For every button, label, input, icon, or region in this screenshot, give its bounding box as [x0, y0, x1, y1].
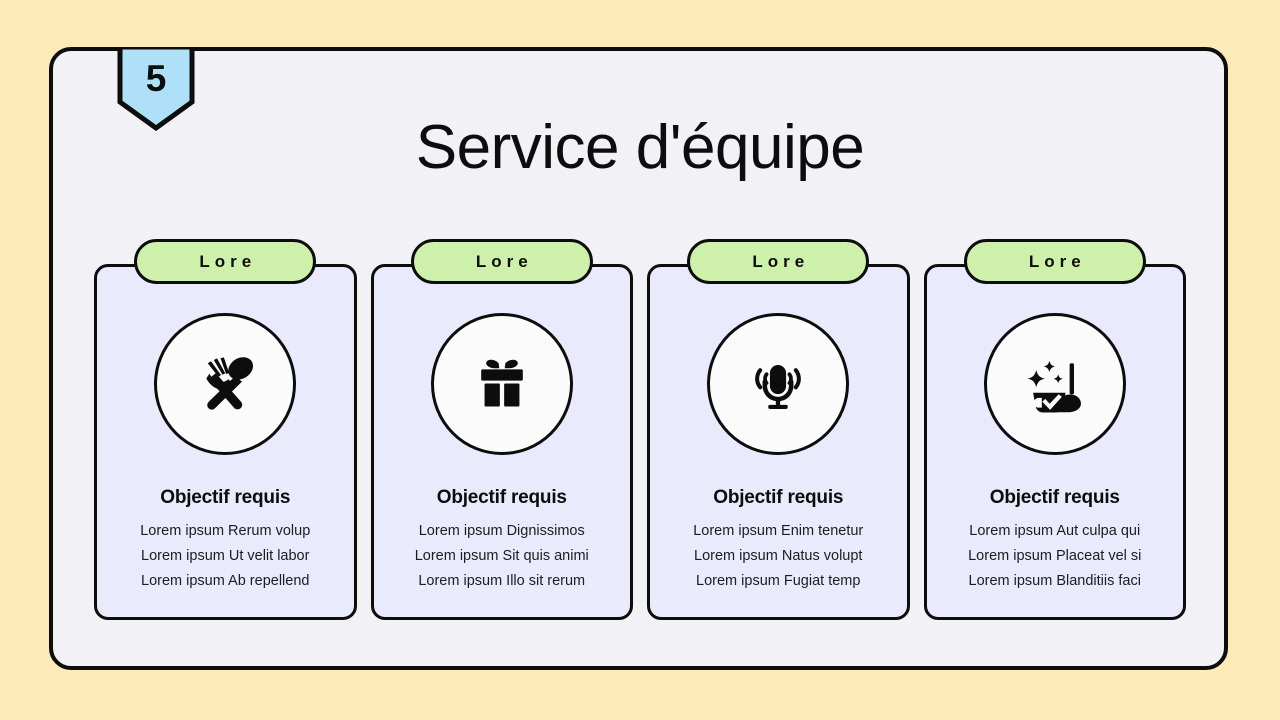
card-icon-circle: [430, 313, 573, 455]
card-line: Lorem ipsum Aut culpa qui: [969, 523, 1141, 539]
card-line: Lorem ipsum Enim tenetur: [693, 523, 864, 539]
fork-and-spoon-icon: [206, 357, 254, 410]
cleaning-broom-icon: [1027, 360, 1081, 413]
badge-shield-shape: [117, 47, 195, 131]
feature-card[interactable]: Lore Objectif requis: [94, 239, 357, 620]
card-heading: Objectif requis: [713, 487, 844, 508]
card-line: Lorem ipsum Sit quis animi: [414, 547, 589, 564]
card-line: Lorem ipsum Rerum volup: [140, 523, 311, 539]
card-description: Lorem ipsum Aut culpa qui Lorem ipsum Pl…: [968, 519, 1141, 594]
card-line: Lorem ipsum Placeat vel si: [968, 547, 1142, 564]
card-description: Lorem ipsum Rerum volup Lorem ipsum Ut v…: [140, 519, 310, 594]
feature-card[interactable]: Lore: [923, 239, 1186, 620]
card-icon-circle: [983, 313, 1126, 455]
slide-number-badge: 5: [117, 47, 195, 131]
card-description: Lorem ipsum Enim tenetur Lorem ipsum Nat…: [693, 519, 863, 594]
page-title: Service d'équipe: [415, 113, 865, 182]
card-heading: Objectif requis: [436, 487, 567, 508]
card-line: Lorem ipsum Natus volupt: [694, 547, 863, 564]
feature-card[interactable]: Lore Objectif requis Lorem ipsum Digniss…: [370, 239, 633, 620]
card-line: Lorem ipsum Ut velit labor: [141, 547, 310, 564]
card-pill-label: Lore: [134, 239, 317, 284]
feature-card-list: Lore Objectif requis: [94, 239, 1186, 620]
card-line: Lorem ipsum Dignissimos: [418, 523, 585, 539]
card-line: Lorem ipsum Ab repellend: [141, 572, 310, 589]
card-line: Lorem ipsum Fugiat temp: [696, 572, 861, 589]
card-heading: Objectif requis: [160, 487, 291, 508]
feature-card[interactable]: Lore Object: [647, 239, 910, 620]
gift-box-icon: [480, 359, 523, 407]
card-description: Lorem ipsum Dignissimos Lorem ipsum Sit …: [415, 519, 589, 594]
card-icon-circle: [707, 313, 850, 455]
card-icon-circle: [154, 313, 297, 455]
card-heading: Objectif requis: [989, 487, 1120, 508]
card-pill-label: Lore: [963, 239, 1146, 284]
card-pill-label: Lore: [410, 239, 593, 284]
card-line: Lorem ipsum Illo sit rerum: [418, 572, 586, 589]
slide-number-text: 5: [145, 58, 167, 99]
card-pill-label: Lore: [687, 239, 870, 284]
card-line: Lorem ipsum Blanditiis faci: [968, 572, 1141, 589]
microphone-icon: [755, 365, 802, 409]
